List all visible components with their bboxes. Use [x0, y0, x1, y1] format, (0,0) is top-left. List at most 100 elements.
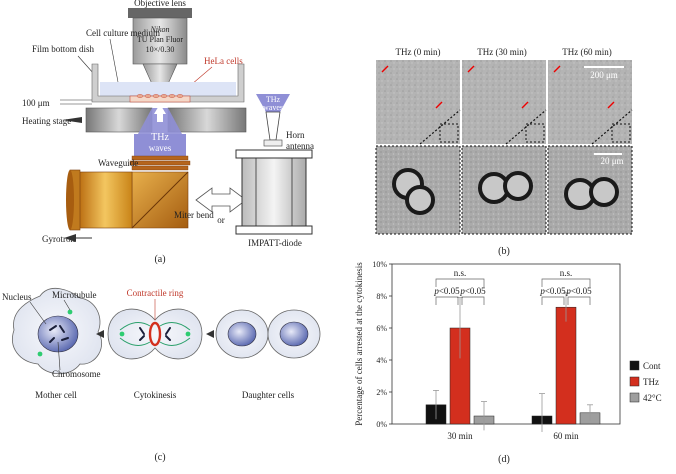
cytokinesis-label: Cytokinesis [134, 390, 177, 400]
thickness-label: 100 μm [22, 98, 50, 108]
header-60min: THz (60 min) [562, 47, 612, 57]
bracket-thz-42-1-label: p<0.05 [565, 286, 592, 296]
bracket-ns-0 [435, 278, 485, 287]
centrosome-2 [37, 351, 43, 357]
y-tick-label: 8% [376, 292, 387, 301]
bracket-cont-thz-1-label: p<0.05 [539, 286, 566, 296]
bracket-cont-thz-1 [541, 296, 565, 305]
lens-spec: 10×/0.30 [146, 45, 175, 54]
y-tick-label: 10% [372, 260, 387, 269]
panel-a-label: (a) [154, 254, 165, 265]
contractile-ring-label: Contractile ring [127, 288, 184, 298]
or-arrow [195, 187, 247, 213]
micrograph-top-60 [548, 60, 633, 145]
micrograph-zoom-0 [375, 145, 461, 235]
bracket-thz-42-0-label: p<0.05 [459, 286, 486, 296]
mother-cell-label: Mother cell [35, 390, 77, 400]
heating-stage-right [167, 107, 247, 133]
micrograph-top-30 [462, 60, 547, 145]
heating-stage-label: Heating stage [22, 116, 71, 126]
bracket-cont-thz-0-label: p<0.05 [433, 286, 460, 296]
legend-entry: Cont [643, 361, 661, 371]
chart-frame [391, 263, 621, 425]
culture-medium [100, 82, 236, 98]
waveguide-label: Waveguide [98, 158, 138, 168]
gyrotron-label: Gyrotron [42, 234, 75, 244]
bracket-thz-42-0 [461, 296, 485, 305]
micrograph-zoom-30 [461, 145, 547, 235]
x-axis: 30 min 60 min [447, 431, 579, 441]
horn-thz-beam [256, 94, 290, 112]
horn-thz-label-1: THz [266, 95, 281, 104]
heating-stage-left [85, 107, 153, 133]
legend-entry: THz [643, 377, 659, 387]
cytokinesis-cell [107, 308, 203, 360]
lens-body [132, 17, 188, 65]
chromosome-label: Chromosome [52, 369, 101, 379]
impatt-label: IMPATT-diode [248, 238, 302, 248]
y-axis: 0%2%4%6%8%10% [372, 260, 392, 429]
panel-b-label: (b) [498, 246, 510, 257]
scale-label-20: 20 μm [600, 156, 623, 166]
panel-b: THz (0 min) THz (30 min) THz (60 min) 20… [375, 47, 633, 257]
film-bottom-dish [91, 63, 245, 103]
mother-nucleus [37, 315, 79, 353]
microtubule-label: Microtubule [52, 290, 97, 300]
film-bottom-dish-label: Film bottom dish [32, 44, 95, 54]
y-tick-label: 6% [376, 324, 387, 333]
contractile-ring [148, 321, 162, 347]
bracket-ns-0-label: n.s. [454, 268, 467, 278]
y-tick-label: 2% [376, 388, 387, 397]
thz-label-2: waves [149, 143, 172, 153]
bracket-ns-1 [541, 278, 591, 287]
panel-d: 0%2%4%6%8%10% Percentage of cells arrest… [354, 260, 662, 465]
centrosome-1 [67, 309, 73, 315]
leader-dish [77, 55, 95, 75]
waveguide [77, 171, 133, 229]
or-label: or [217, 215, 225, 225]
mother-chromosomes [49, 325, 69, 343]
legend-swatch [629, 360, 640, 371]
horn-thz-label-2: waves [263, 103, 283, 112]
impatt-diode [235, 149, 313, 235]
y-axis-label: Percentage of cells arrested at the cyto… [354, 262, 364, 426]
daughter-cells-label: Daughter cells [242, 390, 295, 400]
bracket-ns-1-label: n.s. [560, 268, 573, 278]
bar-THz-1 [555, 306, 577, 425]
lens-cap [128, 8, 192, 18]
lens-tip [142, 63, 178, 85]
header-30min: THz (30 min) [477, 47, 527, 57]
horn-label-1: Horn [286, 130, 305, 140]
scale-label-200: 200 μm [590, 70, 618, 80]
y-tick-label: 0% [376, 420, 387, 429]
hela-cells-label: HeLa cells [204, 56, 243, 66]
header-0min: THz (0 min) [396, 47, 441, 57]
lens-brand: Nikon [149, 25, 169, 34]
legend-entry: 42°C [643, 393, 662, 403]
lens-model: TU Plan Fluor [137, 35, 184, 44]
bracket-cont-thz-0 [435, 296, 459, 305]
objective-lens-label: Objective lens [134, 0, 186, 8]
micrograph-zoom-60 [547, 145, 633, 235]
legend-swatch [629, 392, 640, 403]
legend-swatch [629, 376, 640, 387]
panel-d-label: (d) [498, 454, 510, 465]
panel-c-label: (c) [154, 452, 165, 463]
microtubules [119, 322, 191, 346]
micrograph-top-0 [376, 60, 461, 145]
thz-label-1: THz [151, 132, 169, 143]
miter-bend-label: Miter bend [174, 210, 214, 220]
x-tick-label: 60 min [553, 431, 579, 441]
horn-label-2: antenna [286, 141, 314, 151]
leader-medium [109, 38, 119, 83]
cell-culture-medium-label: Cell culture medium [86, 28, 160, 38]
bracket-thz-42-1 [567, 296, 591, 305]
thz-beam-body [134, 134, 186, 156]
objective-lens: Nikon TU Plan Fluor 10×/0.30 [128, 8, 192, 85]
panel-c: Nucleus Microtubule Chromosome Mother ce… [2, 287, 321, 463]
x-tick-label: 30 min [447, 431, 473, 441]
horn-antenna [265, 111, 281, 141]
